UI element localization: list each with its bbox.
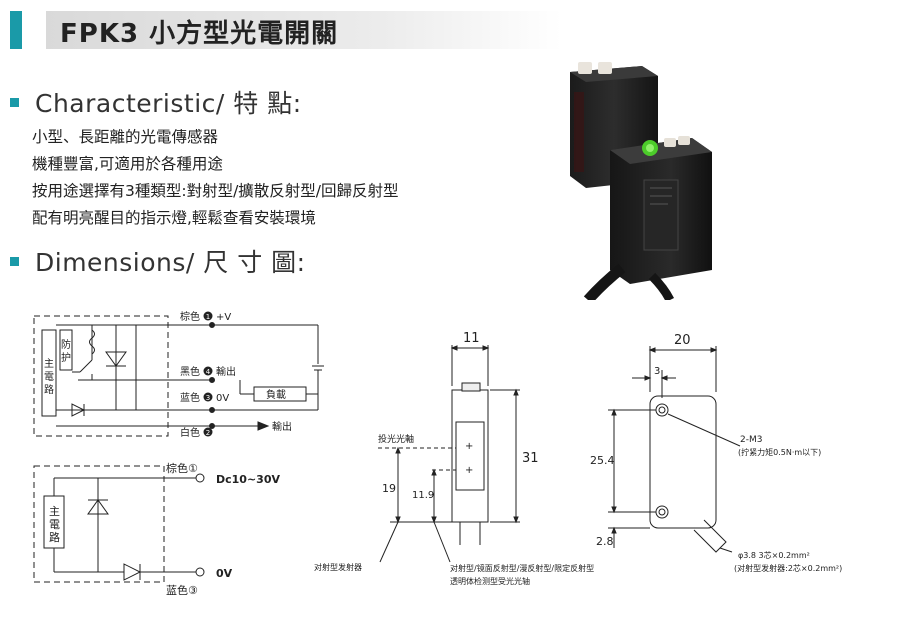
product-photo	[570, 62, 712, 300]
front-view-labels: 11 31 投光光軸 19 11.9 + + 对射型发射器 对射型/镜面反射型/…	[314, 331, 594, 586]
circuit1-labels: 主 電 路 防 护 棕色 1 +V 黑色 4 輸出 蓝色 3 0V 負載 白色 …	[44, 310, 292, 439]
white-pin-label: 輸出	[272, 420, 292, 433]
feature-item: 機種豐富,可適用於各種用途	[32, 155, 223, 173]
dimensions-heading: Dimensions/ 尺 寸 圖:	[10, 243, 306, 279]
emit-axis-label: 投光光軸	[378, 433, 414, 445]
dim-width-11: 11	[463, 331, 480, 346]
brown-wire-label: 棕色	[180, 310, 200, 323]
feature-item: 小型、長距離的光電傳感器	[32, 128, 219, 146]
feature-list: 小型、長距離的光電傳感器 機種豐富,可適用於各種用途 按用途選擇有3種類型:對射…	[32, 124, 399, 232]
side-view-body	[649, 395, 717, 529]
mount-hole-top	[655, 403, 669, 417]
cable-spec-2: (对射型发射器:2芯×0.2mm²)	[734, 563, 842, 573]
arrow-icon	[257, 421, 270, 431]
title-accent	[10, 11, 22, 49]
receiver-label-2: 透明体检测型受光光轴	[450, 576, 530, 586]
zero-volt-label: 0V	[216, 567, 233, 580]
blue-wire-label: 蓝色	[180, 391, 200, 404]
circuit1-main-block	[41, 329, 57, 417]
main-circuit-char: 路	[44, 383, 54, 396]
title-background	[46, 11, 562, 49]
title-bar: FPK3 小方型光電開關	[10, 11, 562, 49]
pin-number: 2	[206, 429, 210, 437]
protect-char: 护	[61, 351, 71, 364]
black-pin-label: 輸出	[216, 365, 236, 378]
pin-number: 4	[206, 368, 211, 376]
diode-icon	[71, 403, 86, 417]
circuit1-protect-block	[59, 329, 73, 371]
circuit2-labels: 主 電 路 棕色① Dc10~30V 0V 蓝色③	[49, 461, 280, 597]
supply-voltage-label: Dc10~30V	[216, 473, 280, 486]
dim-width-20: 20	[674, 333, 691, 348]
white-wire-label: 白色	[180, 426, 200, 439]
dim-3: 3	[654, 366, 660, 377]
bullet-icon	[10, 97, 19, 107]
main-circuit-char: 主	[49, 505, 60, 518]
load-label: 負載	[266, 389, 286, 401]
main-circuit-char: 電	[49, 518, 60, 531]
blue-wire-label: 蓝色③	[166, 583, 198, 597]
dimensions-heading-text: Dimensions/ 尺 寸 圖:	[35, 248, 306, 277]
m3-label: 2-M3	[740, 435, 762, 445]
pin-number: 3	[206, 394, 210, 402]
circuit2-dashed-box	[33, 465, 165, 583]
diode-icon	[123, 563, 142, 581]
dim-2-8: 2.8	[596, 535, 614, 548]
dim-11-9: 11.9	[412, 490, 434, 501]
feature-item: 按用途選擇有3種類型:對射型/擴散反射型/回歸反射型	[32, 182, 399, 200]
characteristic-heading-text: Characteristic/ 特 點:	[35, 89, 302, 118]
plus-mark: +	[465, 465, 473, 476]
zener-diode-icon	[105, 351, 127, 367]
brown-pin-label: +V	[216, 312, 231, 323]
emitter-label: 对射型发射器	[314, 562, 362, 572]
receiver-label-1: 对射型/镜面反射型/漫反射型/限定反射型	[450, 563, 594, 573]
zener-diode-icon	[87, 499, 109, 515]
bullet-icon	[10, 256, 19, 266]
feature-item: 配有明亮醒目的指示燈,輕鬆查看安裝環境	[32, 209, 316, 227]
brown-wire-label: 棕色①	[166, 461, 198, 475]
dim-19: 19	[382, 482, 396, 495]
protect-char: 防	[61, 338, 71, 351]
characteristic-heading: Characteristic/ 特 點:	[10, 84, 302, 120]
main-circuit-char: 路	[49, 531, 60, 544]
front-view-body	[451, 389, 489, 523]
front-view-lens	[455, 421, 485, 491]
page-title: FPK3 小方型光電開關	[60, 19, 339, 49]
main-circuit-char: 電	[44, 371, 54, 383]
side-view-labels: 20 3 25.4 2.8 2-M3 (拧紧力矩0.5N·m以下) φ3.8 3…	[590, 333, 842, 573]
black-wire-label: 黑色	[180, 365, 200, 378]
pin-number: 1	[206, 313, 210, 321]
dim-25-4: 25.4	[590, 454, 615, 467]
mount-hole-bottom	[655, 505, 669, 519]
main-circuit-char: 主	[44, 358, 54, 370]
cable-spec-1: φ3.8 3芯×0.2mm²	[738, 550, 810, 560]
dim-height-31: 31	[522, 451, 539, 466]
circuit1-dashed-box	[33, 315, 169, 437]
plus-mark: +	[465, 441, 473, 452]
torque-label: (拧紧力矩0.5N·m以下)	[738, 447, 821, 457]
blue-pin-label: 0V	[216, 393, 229, 404]
